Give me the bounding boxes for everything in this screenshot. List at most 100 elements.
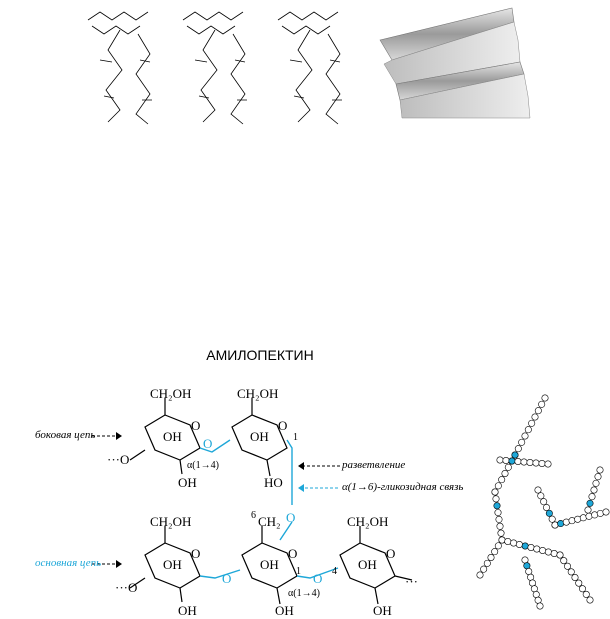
ch2oh-upper-2: CH₂OH	[237, 386, 279, 401]
bead	[494, 542, 502, 550]
side-chain-label: боковая цепь	[35, 429, 96, 441]
oh-lower-5: OH	[275, 603, 294, 618]
bead	[521, 542, 529, 550]
bead	[550, 549, 558, 557]
bead	[586, 499, 594, 507]
bead	[532, 590, 540, 598]
ch2oh-upper-1: CH₂OH	[150, 386, 192, 401]
bead	[491, 488, 499, 496]
main-chain-label: основная цепь	[35, 557, 102, 569]
carbon-number-1-lower: 1	[296, 566, 301, 577]
bead	[596, 509, 604, 517]
bead	[508, 457, 516, 465]
bead	[594, 473, 602, 481]
glycosidic-bond-label: α(1→6)-гликозидная связь	[342, 481, 464, 493]
bead	[560, 557, 568, 565]
bead	[541, 394, 549, 402]
bead	[591, 511, 599, 519]
oh-lower-1: OH	[163, 557, 182, 572]
ch2-lower: CH₂	[258, 514, 281, 529]
bead	[502, 456, 510, 464]
bead	[563, 562, 571, 570]
carbon-number-1-upper: 1	[293, 432, 298, 443]
oh-lower-2: OH	[260, 557, 279, 572]
helix-ribbon	[379, 7, 531, 119]
oh-upper-3: OH	[178, 475, 197, 490]
bead	[495, 515, 503, 523]
bead	[515, 540, 523, 548]
carbon-number-6: 6	[251, 510, 256, 521]
bead	[511, 451, 519, 459]
bead	[496, 522, 504, 530]
bead	[521, 556, 529, 564]
bead	[494, 482, 502, 490]
bead	[524, 426, 532, 434]
bead	[571, 573, 579, 581]
bead	[551, 521, 559, 529]
bead	[487, 553, 495, 561]
oh-lower-4: OH	[178, 603, 197, 618]
bead	[494, 509, 502, 517]
alpha14-lower: α(1→4)	[288, 588, 320, 599]
ch2oh-lower-1: CH₂OH	[150, 514, 192, 529]
bead	[584, 506, 592, 514]
bead	[585, 512, 593, 520]
bead	[534, 486, 542, 494]
bead	[574, 515, 582, 523]
bead	[575, 579, 583, 587]
bead	[521, 432, 529, 440]
bridge-oxygen-lower-1: O	[222, 571, 232, 586]
bead	[537, 492, 545, 500]
bead	[498, 476, 506, 484]
bead	[527, 573, 535, 581]
ring-oxygen-lower-1: O	[191, 546, 201, 561]
bead	[532, 459, 540, 467]
bead	[526, 458, 534, 466]
amylose-unit-3	[277, 11, 342, 125]
bead	[540, 498, 548, 506]
bead	[582, 590, 590, 598]
bead	[504, 463, 512, 471]
ho-upper: HO	[264, 475, 283, 490]
bead	[539, 546, 547, 554]
bead	[544, 548, 552, 556]
bead	[476, 571, 484, 579]
glycosidic-links	[199, 439, 339, 579]
bead	[497, 529, 505, 537]
bead	[498, 536, 506, 544]
bead	[501, 469, 509, 477]
chain-end-upper: ···O	[107, 452, 130, 467]
oh-lower-6: OH	[373, 603, 392, 618]
chain-continuation-lower: ···	[405, 574, 418, 589]
bead	[538, 400, 546, 408]
bead	[504, 537, 512, 545]
bead	[568, 517, 576, 525]
bead	[596, 466, 604, 474]
chain-end-lower: ···O	[115, 580, 138, 595]
bead	[534, 407, 542, 415]
oh-upper-2: OH	[250, 429, 269, 444]
bead	[567, 568, 575, 576]
bead	[523, 562, 531, 570]
oh-upper-1: OH	[163, 429, 182, 444]
bead	[525, 567, 533, 575]
ring-oxygen-upper-2: O	[278, 418, 288, 433]
bridge-oxygen-lower-2: O	[313, 571, 323, 586]
bead	[538, 459, 546, 467]
ring-oxygen-lower-3: O	[386, 546, 396, 561]
bead	[592, 479, 600, 487]
amylose-unit-2	[182, 11, 247, 125]
bead	[548, 515, 556, 523]
oh-lower-3: OH	[358, 557, 377, 572]
ring-oxygen-lower-2: O	[288, 546, 298, 561]
bead	[533, 545, 541, 553]
bead	[518, 438, 526, 446]
bead	[588, 493, 596, 501]
ch2oh-lower-3: CH₂OH	[347, 514, 389, 529]
bead	[542, 503, 550, 511]
bead	[531, 413, 539, 421]
amylose-unit-1	[87, 11, 152, 125]
bead	[514, 445, 522, 453]
